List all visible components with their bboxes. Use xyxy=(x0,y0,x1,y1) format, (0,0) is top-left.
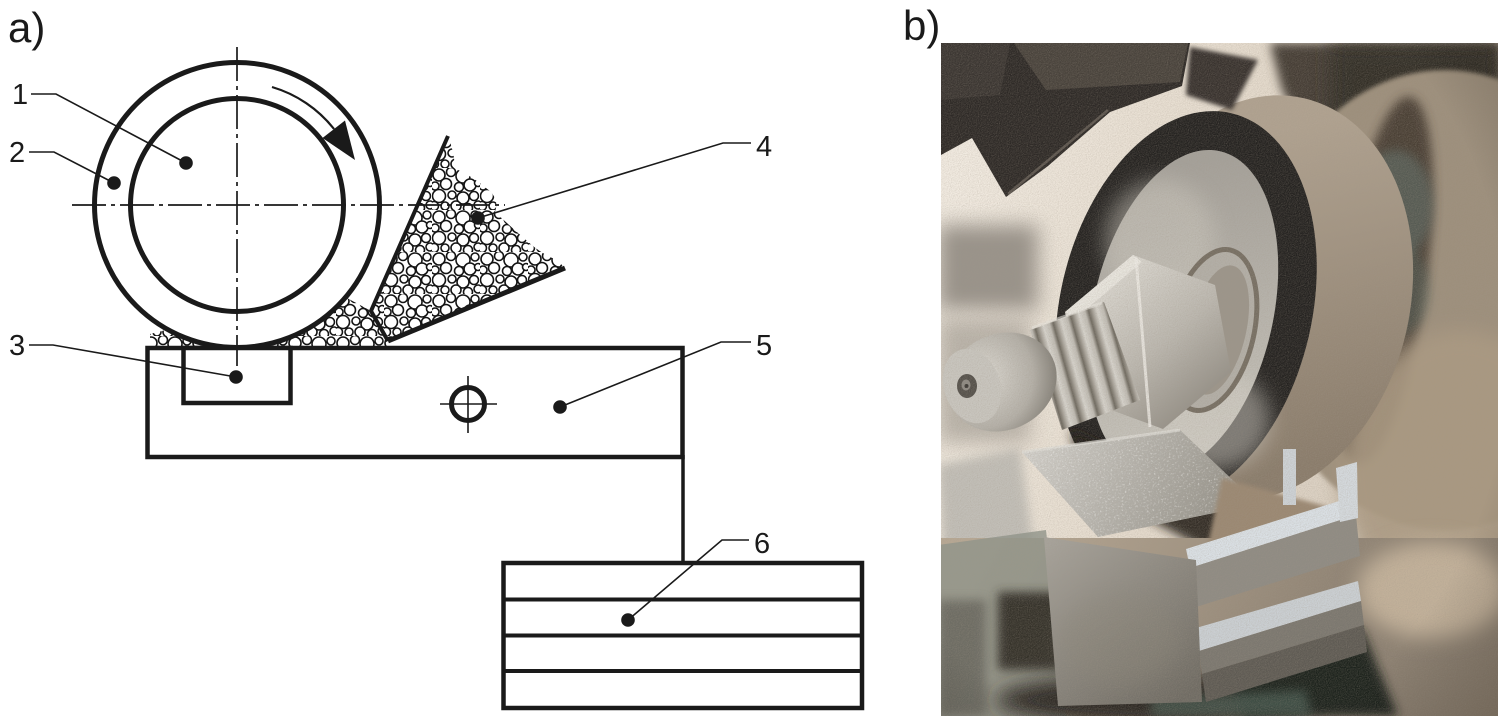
photo-vignette-overlay xyxy=(941,43,1498,716)
callout-5-number: 5 xyxy=(756,330,772,362)
callout-2: 2 xyxy=(9,137,121,190)
callout-6-number: 6 xyxy=(754,528,770,560)
panel-b-label: b) xyxy=(903,2,940,49)
callout-3-dot xyxy=(229,370,243,384)
callout-4-dot xyxy=(471,211,485,225)
callout-1-number: 1 xyxy=(12,79,28,111)
callout-2-number: 2 xyxy=(9,137,25,169)
callout-2-dot xyxy=(107,176,121,190)
mounting-hole-crosshair xyxy=(440,376,497,433)
callout-3-number: 3 xyxy=(9,330,25,362)
callout-4: 4 xyxy=(471,131,772,225)
callout-4-number: 4 xyxy=(756,131,772,163)
callouts: 1 2 3 4 5 xyxy=(9,79,772,627)
callout-5: 5 xyxy=(553,330,772,414)
callout-6: 6 xyxy=(621,528,770,627)
rotation-arrow-head xyxy=(322,120,355,160)
abrasive-pile-left-edge xyxy=(368,135,450,342)
specimen-stack-layer-lines xyxy=(505,597,860,673)
callout-1-dot xyxy=(179,156,193,170)
panel-a-diagram: 1 2 3 4 5 xyxy=(8,4,865,711)
callout-1: 1 xyxy=(12,79,193,170)
callout-6-dot xyxy=(621,613,635,627)
panel-b-photo xyxy=(941,43,1498,716)
rotation-arrow-arc xyxy=(271,85,335,130)
callout-5-dot xyxy=(553,400,567,414)
specimen-stack xyxy=(501,560,865,711)
abrasive-pile xyxy=(371,136,565,341)
abrasive-pile-bottom-edge xyxy=(387,265,566,344)
callout-3: 3 xyxy=(9,330,243,384)
panel-a-label: a) xyxy=(8,4,45,51)
